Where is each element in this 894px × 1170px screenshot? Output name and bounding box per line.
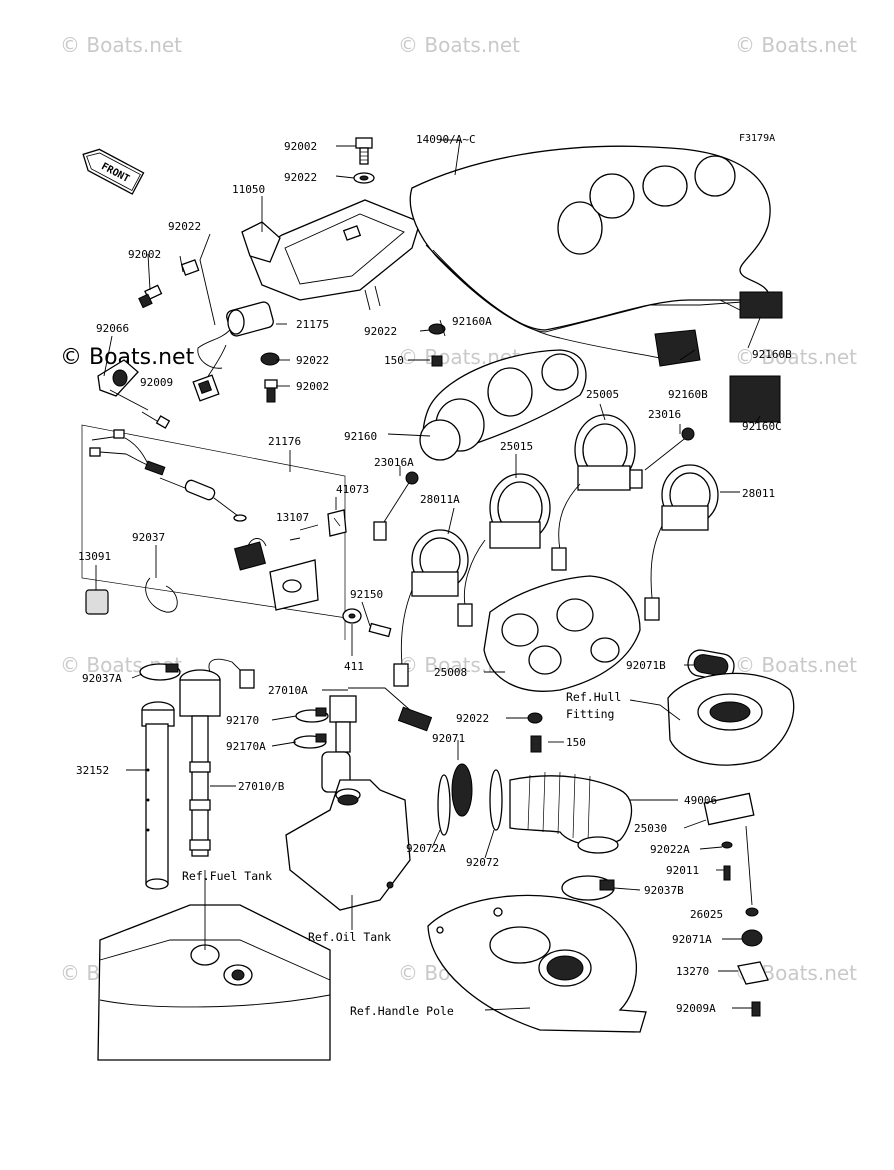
part-label: 14090/A~C: [416, 133, 476, 146]
part-labels: 92002 14090/A~C 92022 11050 92022 92002 …: [76, 133, 792, 1015]
meter-cover: [409, 145, 783, 423]
part-label: 32152: [76, 764, 109, 777]
part-label: 92022: [168, 220, 201, 233]
part-label: 92160C: [742, 420, 782, 433]
part-label: 13091: [78, 550, 111, 563]
part-label: 49006: [684, 794, 717, 807]
watermark: © Boats.net: [398, 33, 520, 57]
part-label: 150: [384, 354, 404, 367]
bracket-assembly: [97, 137, 421, 429]
figure-code: F3179A: [739, 133, 775, 144]
part-label: 411: [344, 660, 364, 673]
part-label: 92160B: [668, 388, 708, 401]
oil-system: [285, 687, 433, 911]
part-label: 41073: [336, 483, 369, 496]
watermark: © Boats.net: [60, 33, 182, 57]
watermark: © Boats.net: [735, 345, 857, 369]
part-label: 26025: [690, 908, 723, 921]
gauges: [373, 414, 719, 692]
part-label: 92011: [666, 864, 699, 877]
part-label: 92009A: [676, 1002, 716, 1015]
part-label: 92072: [466, 856, 499, 869]
ref-fuel-tank-label: Ref.Fuel Tank: [182, 869, 272, 883]
part-label: 92002: [284, 140, 317, 153]
reference-labels: Ref.Hull Fitting Ref.Fuel Tank Ref.Oil T…: [182, 690, 621, 1018]
part-label: 92071A: [672, 933, 712, 946]
ref-handle-pole-label: Ref.Handle Pole: [350, 1004, 454, 1018]
part-label: 25030: [634, 822, 667, 835]
part-label: 92160B: [752, 348, 792, 361]
part-label: 92002: [296, 380, 329, 393]
part-label: 27010A: [268, 684, 308, 697]
part-label: 28011: [742, 487, 775, 500]
meter-housing: [419, 349, 587, 461]
part-label: 92022: [456, 712, 489, 725]
part-label: 92022: [284, 171, 317, 184]
boot-assembly: [437, 763, 633, 901]
part-label: 25005: [586, 388, 619, 401]
fuel-system: [97, 658, 331, 1061]
part-label: 28011A: [420, 493, 460, 506]
part-label: 23016A: [374, 456, 414, 469]
part-label: 92072A: [406, 842, 446, 855]
part-label: 13107: [276, 511, 309, 524]
part-label: 92170: [226, 714, 259, 727]
part-label: 92022: [364, 325, 397, 338]
part-label: 92160A: [452, 315, 492, 328]
part-label: 21175: [296, 318, 329, 331]
part-label: 92170A: [226, 740, 266, 753]
watermark: © Boats.net: [735, 33, 857, 57]
part-label: 27010/B: [238, 780, 285, 793]
part-label: 23016: [648, 408, 681, 421]
front-arrow-icon: FRONT: [82, 148, 145, 195]
part-label: 150: [566, 736, 586, 749]
ref-hull-label: Ref.Hull: [566, 690, 621, 704]
part-label: 92071: [432, 732, 465, 745]
part-label: 25015: [500, 440, 533, 453]
part-label: 92071B: [626, 659, 666, 672]
leader-lines: [95, 139, 761, 1011]
part-label: 13270: [676, 965, 709, 978]
part-label: 92037B: [644, 884, 684, 897]
harness-assembly: [81, 424, 392, 640]
watermark: © Boats.net: [735, 653, 857, 677]
hull-fitting: [667, 649, 795, 766]
part-label: 21176: [268, 435, 301, 448]
part-label: 92009: [140, 376, 173, 389]
misc-parts: [527, 712, 769, 1017]
part-label: 92150: [350, 588, 383, 601]
part-label: 92066: [96, 322, 129, 335]
ref-hull-label-2: Fitting: [566, 707, 614, 721]
part-label: 92160: [344, 430, 377, 443]
part-label: 92002: [128, 248, 161, 261]
part-label: 92037: [132, 531, 165, 544]
part-label: 92022: [296, 354, 329, 367]
ref-oil-tank-label: Ref.Oil Tank: [308, 930, 391, 944]
part-label: 92037A: [82, 672, 122, 685]
part-label: 92022A: [650, 843, 690, 856]
handle-pole: [427, 894, 647, 1033]
part-label: 25008: [434, 666, 467, 679]
part-label: 11050: [232, 183, 265, 196]
